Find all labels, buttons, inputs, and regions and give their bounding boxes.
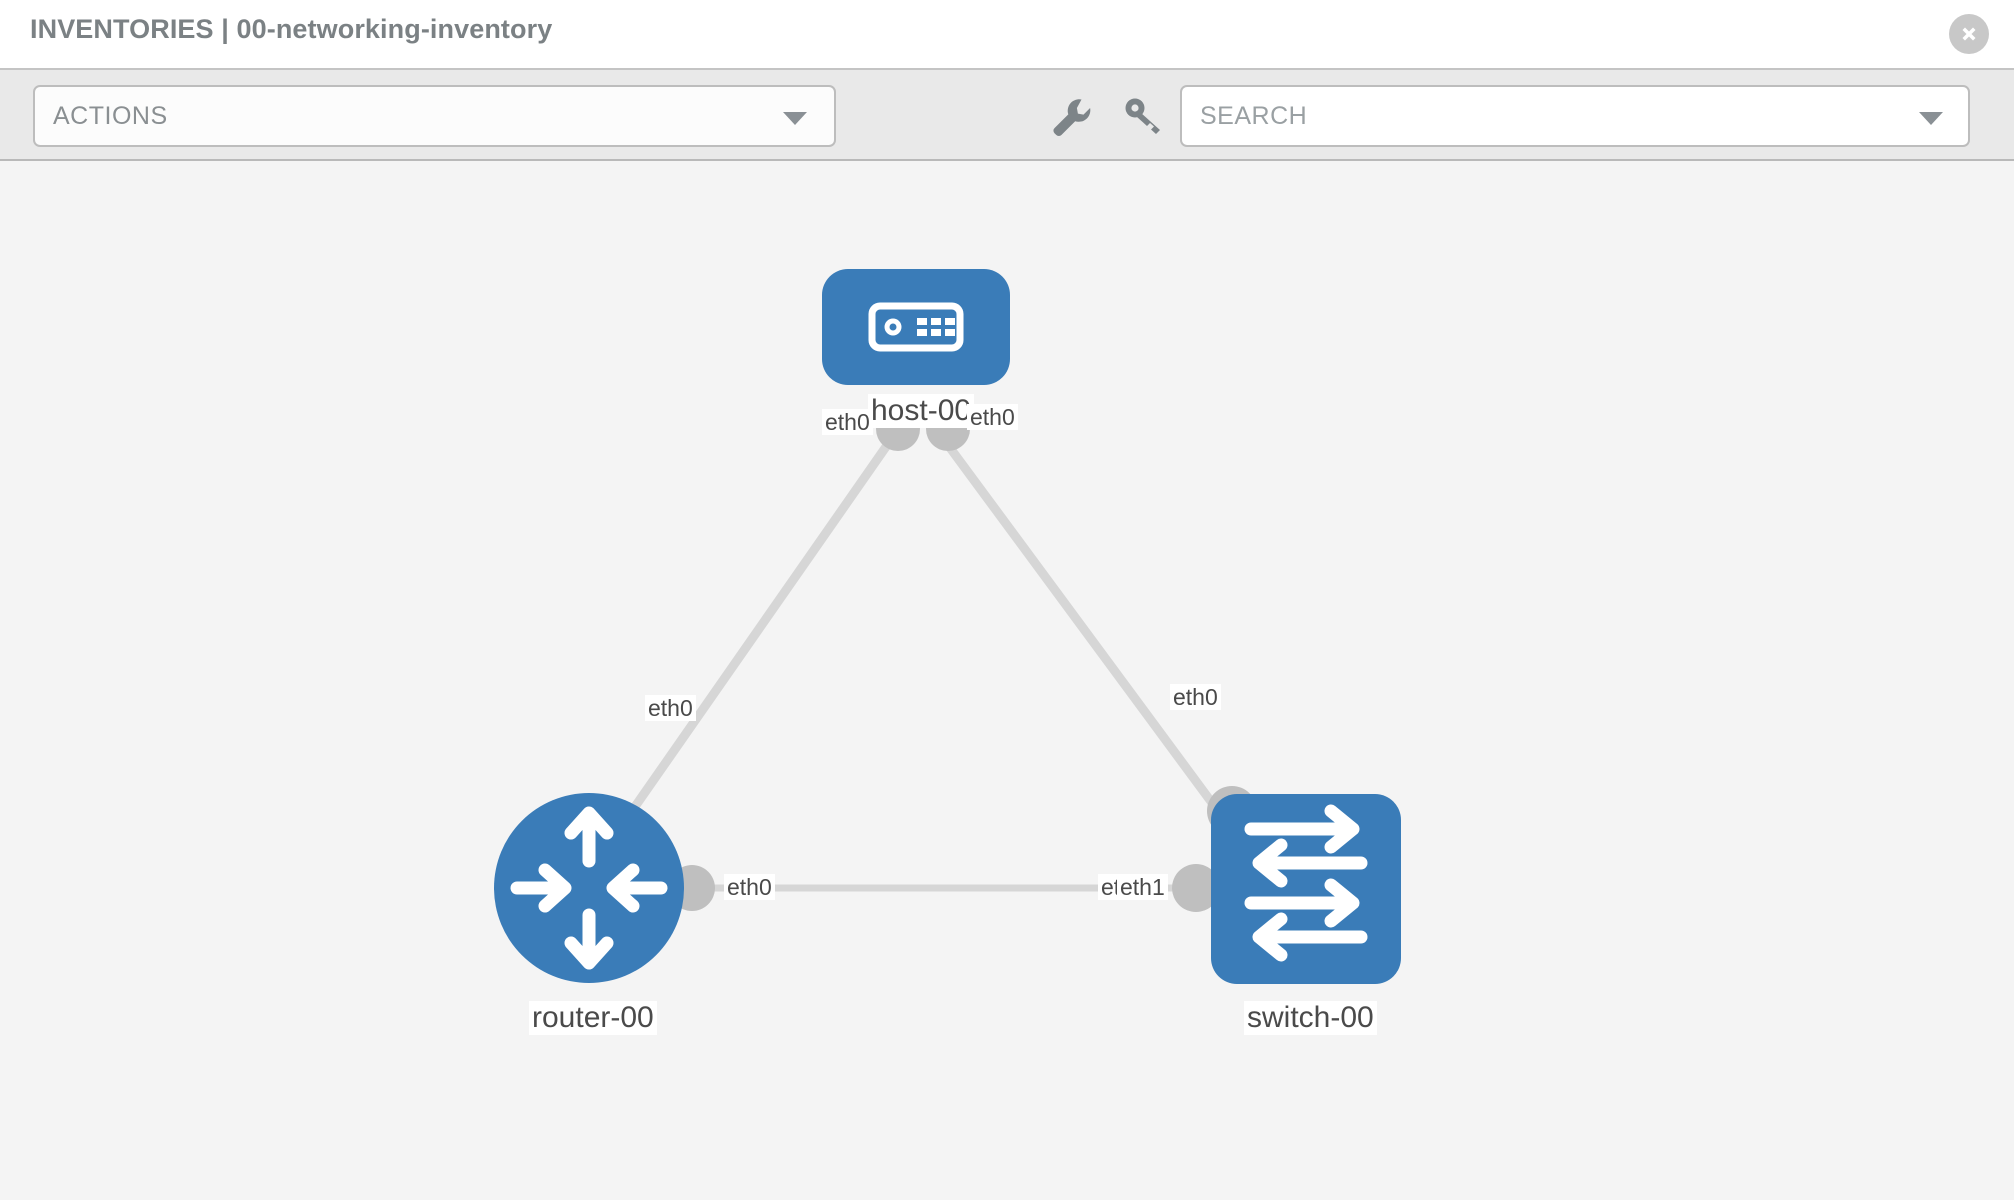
edge-label-switch00-eth1: eth1 [1117,874,1168,901]
wrench-button[interactable] [1045,92,1097,140]
server-icon [868,302,964,352]
close-icon [1962,27,1976,41]
chevron-down-icon [1919,112,1943,125]
node-label-router-00: router-00 [529,1001,657,1035]
node-label-switch-00: switch-00 [1244,1001,1377,1035]
topology-links [621,438,1222,892]
switch-icon [1244,804,1368,962]
node-host-00-shape[interactable] [822,269,1010,385]
edge-label-host00-eth0-left: eth0 [822,409,873,436]
key-icon [1125,98,1161,134]
toolbar-icon-group [1045,92,1170,140]
search-placeholder: SEARCH [1200,102,1308,130]
toolbar: ACTIONS [0,68,2014,161]
edge-label-host00-eth0-right: eth0 [967,404,1018,431]
search-input[interactable]: SEARCH [1180,85,1970,147]
node-router-00[interactable] [494,793,684,983]
close-button[interactable] [1949,14,1989,54]
edge-label-router00-eth0-right: eth0 [724,874,775,901]
actions-dropdown[interactable]: ACTIONS [33,85,836,147]
router-icon [510,806,668,970]
edge-label-switch00-eth0-up: eth0 [1170,684,1221,711]
actions-dropdown-label: ACTIONS [53,102,168,130]
wrench-icon [1053,99,1091,137]
edge-label-router00-eth0-up: eth0 [645,695,696,722]
page-header: INVENTORIES | 00-networking-inventory [0,0,2014,68]
chevron-down-icon [783,112,807,125]
page-title: INVENTORIES | 00-networking-inventory [30,14,553,44]
link-host00-switch00[interactable] [941,438,1222,814]
link-host00-router00[interactable] [621,438,894,824]
key-button[interactable] [1118,92,1170,140]
node-router-00-shape[interactable] [494,793,684,983]
stub-switch00-eth1[interactable] [1172,864,1220,912]
topology-canvas[interactable]: host-00 router-00 switch-00 eth0 eth0 et… [0,161,2014,1200]
interface-stubs [669,407,1257,912]
node-host-00[interactable] [822,269,1010,385]
node-switch-00[interactable] [1211,794,1401,984]
topology-graph [494,269,1401,984]
node-label-host-00: host-00 [868,394,975,428]
